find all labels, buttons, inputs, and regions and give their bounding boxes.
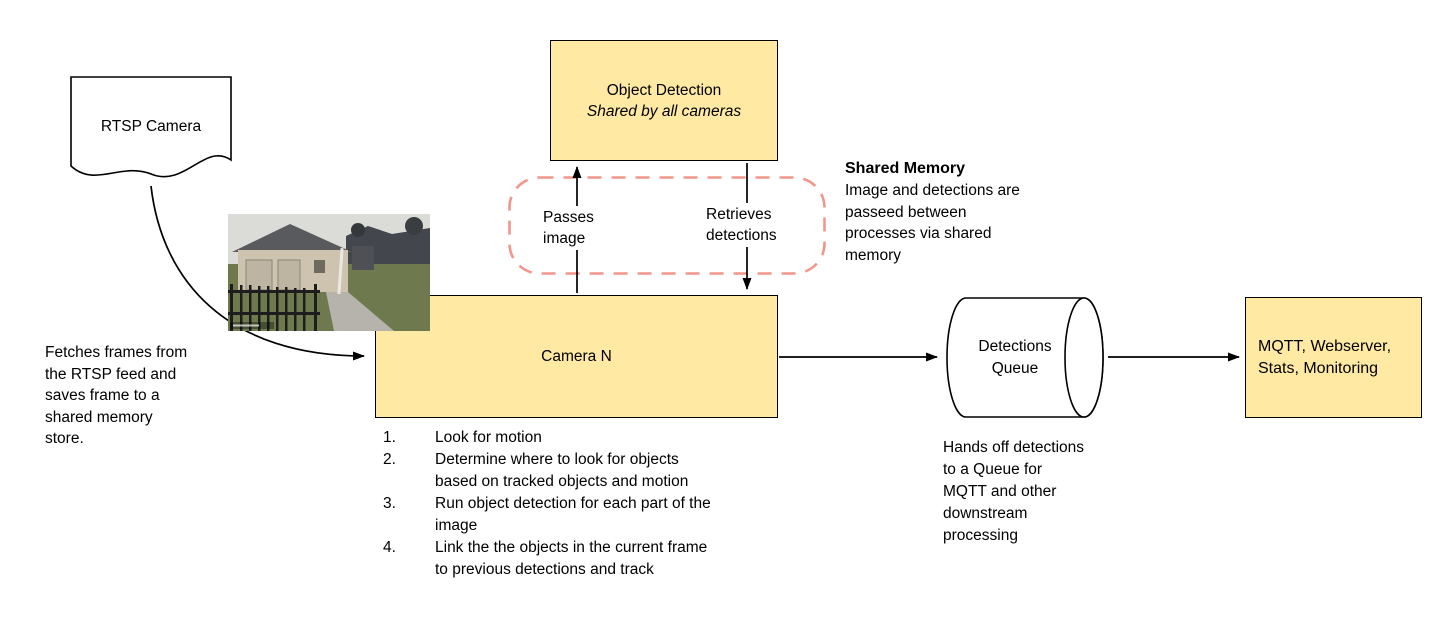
step-row: 3. Run object detection for each part of…	[383, 493, 785, 537]
step-text: Determine where to look for objects base…	[435, 451, 689, 490]
object-detection-box: Object Detection Shared by all cameras	[550, 40, 778, 161]
step-text: Link the the objects in the current fram…	[435, 539, 708, 578]
snapshot-tree	[405, 217, 423, 235]
mqtt-box: MQTT, Webserver, Stats, Monitoring	[1245, 297, 1422, 418]
object-detection-subtitle: Shared by all cameras	[586, 102, 742, 120]
shared-memory-region	[508, 176, 826, 275]
snapshot-window	[314, 260, 325, 273]
rtsp-fetch-note: Fetches frames from the RTSP feed and sa…	[45, 344, 188, 447]
step-number: 1.	[383, 429, 396, 446]
rtsp-camera-label: RTSP Camera	[100, 118, 202, 135]
step-text: Run object detection for each part of th…	[435, 495, 711, 534]
retrieves-detections-label: Retrieves detections	[703, 203, 780, 247]
snapshot-porch	[352, 246, 374, 270]
camera-steps-list: 1. Look for motion 2. Determine where to…	[383, 427, 785, 581]
camera-n-box: Camera N	[375, 295, 778, 418]
camera-snapshot	[228, 214, 430, 331]
snapshot-tree	[351, 223, 365, 237]
camera-n-label: Camera N	[541, 348, 612, 365]
step-number: 3.	[383, 495, 396, 512]
shared-memory-body: Image and detections are passeed between…	[845, 182, 1020, 264]
snapshot-timestamp-text-blur	[233, 324, 259, 327]
rtsp-camera-shape	[70, 76, 232, 178]
step-row: 4. Link the the objects in the current f…	[383, 537, 785, 581]
detections-queue-label: Detections Queue	[978, 337, 1052, 377]
snapshot-garage-door	[277, 259, 301, 291]
shared-memory-title: Shared Memory	[845, 160, 966, 177]
step-text: Look for motion	[435, 429, 542, 446]
queue-note: Hands off detections to a Queue for MQTT…	[943, 439, 1085, 544]
step-row: 1. Look for motion	[383, 427, 785, 449]
passes-image-label: Passes image	[540, 206, 597, 250]
detections-queue-shape	[946, 297, 1104, 418]
step-number: 4.	[383, 539, 396, 556]
mqtt-label: MQTT, Webserver, Stats, Monitoring	[1258, 337, 1392, 377]
step-row: 2. Determine where to look for objects b…	[383, 449, 785, 493]
object-detection-title: Object Detection	[606, 81, 722, 99]
step-number: 2.	[383, 451, 396, 468]
shared-memory-note: Shared Memory Image and detections are p…	[845, 158, 1070, 266]
